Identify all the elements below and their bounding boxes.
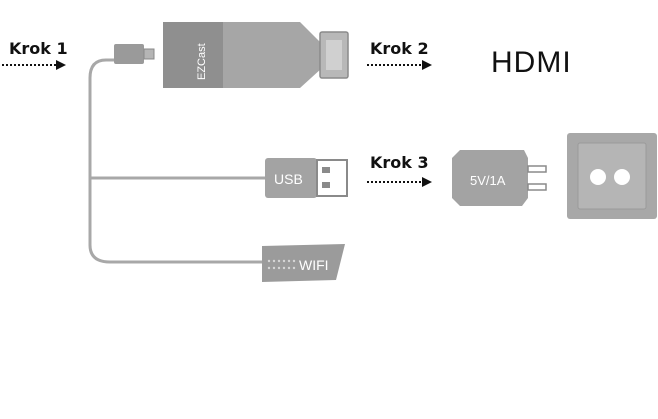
usb-plug-icon: USB bbox=[265, 158, 348, 198]
usb-label: USB bbox=[274, 171, 303, 187]
step-2-label: Krok 2 bbox=[370, 39, 429, 58]
wall-socket-icon bbox=[567, 133, 657, 219]
adapter-rating-label: 5V/1A bbox=[470, 173, 506, 188]
ezcast-dongle-icon: EZCast bbox=[163, 22, 322, 88]
step-3-arrow-icon bbox=[367, 177, 432, 187]
hdmi-label: HDMI bbox=[491, 46, 572, 79]
wifi-antenna-icon: WIFI bbox=[262, 244, 345, 282]
hdmi-connector-icon bbox=[319, 31, 349, 79]
step-3-label: Krok 3 bbox=[370, 153, 429, 172]
dongle-brand-label: EZCast bbox=[196, 43, 208, 80]
step-2-arrow-icon bbox=[367, 60, 432, 70]
power-adapter-icon: 5V/1A bbox=[452, 150, 547, 206]
wifi-label: WIFI bbox=[299, 257, 329, 273]
step-1-arrow-icon bbox=[2, 60, 66, 70]
step-1-label: Krok 1 bbox=[9, 39, 68, 58]
micro-usb-plug-icon bbox=[114, 44, 155, 64]
cable-line bbox=[88, 58, 262, 264]
